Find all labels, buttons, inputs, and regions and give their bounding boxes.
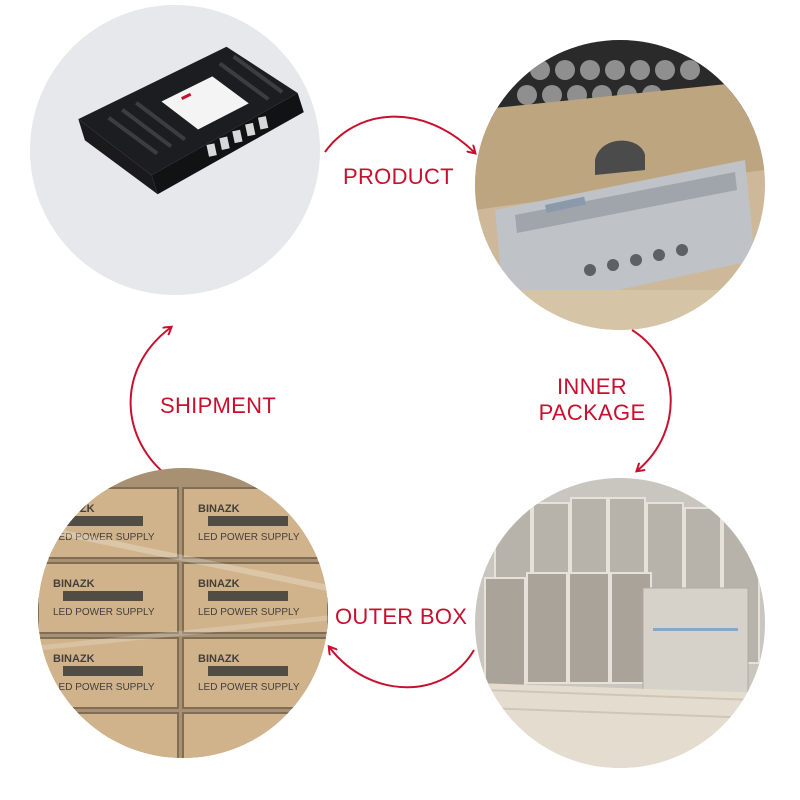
box-product-text: LED POWER SUPPLY (53, 607, 155, 618)
step-label-product: PRODUCT (343, 164, 454, 189)
arrow-inner-to-outer (631, 329, 672, 470)
box-product-text: LED POWER SUPPLY (53, 682, 155, 693)
inner-package-photo (475, 40, 765, 330)
step-label-outer-box: OUTER BOX (335, 604, 468, 629)
box-brand-text: BINAZK (53, 653, 95, 665)
step-label-shipment: SHIPMENT (160, 393, 277, 418)
step-label-inner-package: INNER PACKAGE (538, 374, 646, 425)
box-brand-text: BINAZK (198, 578, 240, 590)
arrow-product-to-inner (324, 115, 474, 152)
arrow-shipment-to-product (129, 328, 170, 479)
box-brand-text: BINAZK (198, 653, 240, 665)
box-product-text: LED POWER SUPPLY (198, 532, 300, 543)
box-product-text: LED POWER SUPPLY (198, 607, 300, 618)
shipment-photo: BINAZK BINAZK BINAZK BINAZK BINAZK BINAZ… (38, 468, 328, 758)
outer-box-photo (475, 478, 765, 768)
box-product-text: LED POWER SUPPLY (198, 682, 300, 693)
box-brand-text: BINAZK (198, 503, 240, 515)
box-brand-text: BINAZK (53, 578, 95, 590)
product-photo (30, 5, 320, 295)
box-product-text: LED POWER SUPPLY (53, 532, 155, 543)
arrow-outer-to-shipment (330, 648, 475, 689)
